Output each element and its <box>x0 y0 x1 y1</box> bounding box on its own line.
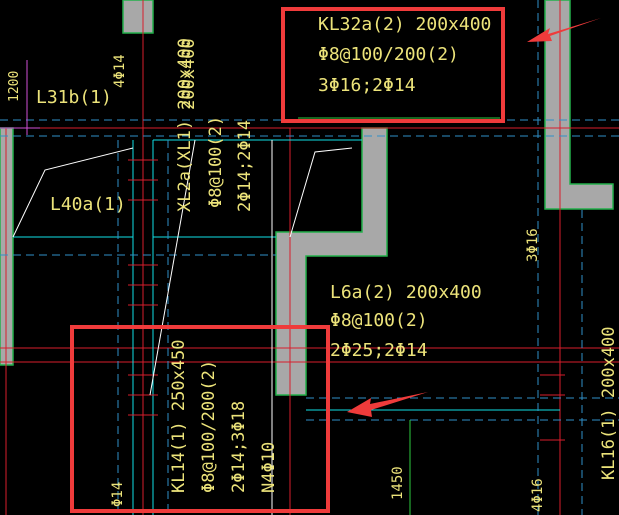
xl2a-bars: 2Φ14;2Φ14 <box>235 120 255 212</box>
kl32a-name: KL32a(2) 200x400 <box>318 14 491 35</box>
l6a-stirrup: Φ8@100(2) <box>330 310 428 331</box>
bottom-right-4phi16: 4Φ16 <box>530 478 546 512</box>
rebar-ticks <box>128 159 565 441</box>
arrow-top-right <box>527 18 601 42</box>
xl2a-stirrup: Φ8@100(2) <box>206 116 226 208</box>
hatch-right <box>289 147 353 238</box>
l40a-label: L40a(1) <box>50 194 126 215</box>
dimension-lines <box>298 117 500 515</box>
right-3phi16: 3Φ16 <box>525 228 541 262</box>
kl14-stirrup: Φ8@100/200(2) <box>199 360 219 493</box>
dim-1200: 1200 <box>7 71 22 102</box>
l6a-name: L6a(2) 200x400 <box>330 282 482 303</box>
xl2a-name: XL2a(XL1) 200x400 <box>175 38 195 212</box>
callout-box-top <box>281 7 505 123</box>
callout-box-bottom <box>70 325 330 513</box>
magenta-marker <box>0 60 40 135</box>
kl14-waist: N4Φ10 <box>259 442 279 493</box>
beam-edges <box>13 139 560 515</box>
bottom-phi14: Φ14 <box>110 482 126 507</box>
arrow-bottom <box>347 392 428 417</box>
top-4phi14: 4Φ14 <box>112 54 128 88</box>
diagonal-line <box>149 139 196 396</box>
hatch-left <box>12 147 134 238</box>
wall-top-left <box>122 0 154 34</box>
kl14-bars: 2Φ14;3Φ18 <box>229 401 249 493</box>
labels: KL32a(2) 200x400 Φ8@100/200(2) 3Φ16;2Φ14… <box>7 14 619 512</box>
l6a-bars: 2Φ25;2Φ14 <box>330 340 428 361</box>
annotation-callouts <box>70 7 601 513</box>
wall-right-column <box>544 0 614 210</box>
dim-1450: 1450 <box>390 466 406 500</box>
right-edge-l16: KL16(1) 200x400 <box>599 326 619 480</box>
l31b-label: L31b(1) <box>36 87 112 108</box>
top-200x400: 200x400 <box>179 38 199 110</box>
kl14-name: KL14(1) 250x450 <box>169 339 189 493</box>
kl32a-stirrup: Φ8@100/200(2) <box>318 44 459 65</box>
kl32a-bars: 3Φ16;2Φ14 <box>318 75 416 96</box>
